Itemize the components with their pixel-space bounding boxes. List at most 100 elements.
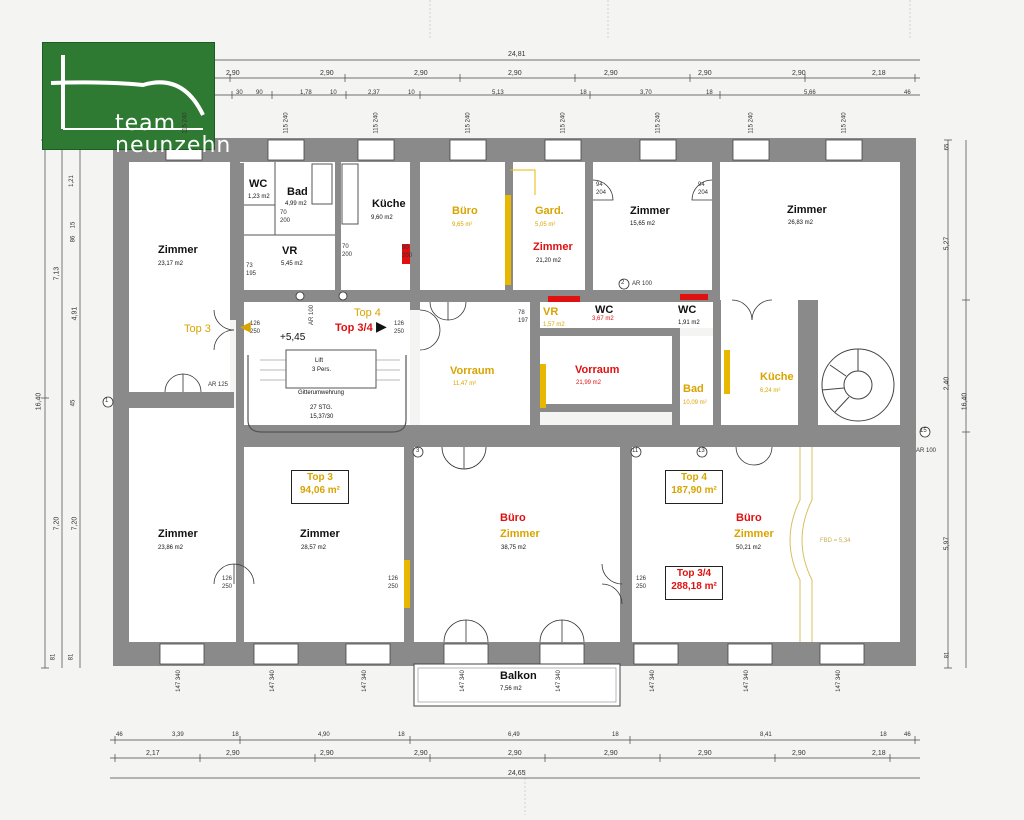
- door-dim-3: 126 250: [250, 321, 261, 335]
- room-zimmer-5-area: 23,86 m2: [158, 545, 184, 551]
- small-partitions: [244, 162, 359, 236]
- logo-text-team: team: [115, 111, 177, 136]
- win-dim-b4: 147 340: [459, 670, 466, 692]
- win-dim-5: 115 240: [560, 112, 567, 134]
- room-buero-2: Büro: [500, 512, 526, 524]
- dim-bottom-6: 2,90: [604, 750, 618, 757]
- room-zimmer-1-area: 23,17 m2: [158, 261, 184, 267]
- dim-left-small-1: 1,21: [68, 175, 75, 187]
- room-kueche-1-area: 9,60 m2: [371, 215, 393, 221]
- room-buero-1-area: 9,65 m²: [452, 222, 473, 228]
- door-dim-2: 126 250: [636, 576, 647, 590]
- room-balkon: Balkon: [500, 670, 537, 682]
- dim-detail-2: 90: [256, 90, 263, 96]
- dim-left-small-2: 15: [70, 221, 77, 229]
- dim-bottom-detail-9: 18: [880, 732, 887, 738]
- dim-bottom-detail-10: 46: [904, 732, 911, 738]
- room-zimmer-3: Zimmer: [630, 205, 670, 217]
- dim-detail-12: 46: [904, 90, 911, 96]
- dim-left-small-6: 81: [68, 653, 75, 661]
- room-bad-1-area: 4,99 m2: [285, 201, 307, 207]
- top3-area-box: Top 3 94,06 m²: [291, 470, 349, 504]
- fbd-bay: [789, 447, 801, 642]
- room-zimmer-3-area: 15,65 m2: [630, 221, 656, 227]
- room-vr-1: VR: [282, 245, 298, 257]
- stair-steps: [260, 359, 400, 381]
- axis-markers: [102, 278, 931, 458]
- room-buero-1: Büro: [452, 205, 478, 217]
- room-balkon-area: 7,56 m2: [500, 686, 522, 692]
- top34-box-title: Top 3/4: [676, 568, 712, 579]
- dim-detail-6: 10: [408, 90, 415, 96]
- dim-right-inner-1: 5,27: [943, 236, 951, 251]
- room-zimmer-2-area: 21,20 m2: [536, 258, 562, 264]
- team-neunzehn-logo: team neunzehn: [43, 43, 230, 158]
- door-dim-80: 80 200: [402, 245, 413, 259]
- win-dim-6: 115 240: [655, 112, 662, 134]
- dim-right-small-2: 81: [944, 651, 951, 659]
- dim-detail-3: 1,78: [300, 90, 312, 96]
- dim-top-1: 2,90: [226, 70, 240, 77]
- dim-detail-11: 5,66: [804, 90, 816, 96]
- windows-bottom: [159, 643, 865, 665]
- room-zimmer-6-area: 28,57 m2: [301, 545, 327, 551]
- room-kueche-1: Küche: [372, 198, 406, 210]
- dim-left-small-5: 81: [50, 653, 57, 661]
- win-dim-2: 115 240: [283, 112, 290, 134]
- spiral-staircase: [821, 348, 895, 422]
- ar100-label-a: AR 100: [632, 281, 653, 287]
- room-zimmer-8-area: 50,21 m2: [736, 545, 762, 551]
- room-vorraum-2: Vorraum: [575, 364, 620, 376]
- dim-left-mid-1: 7,13: [53, 266, 61, 281]
- dim-bottom-detail-7: 18: [612, 732, 619, 738]
- room-vr-1-area: 5,45 m2: [281, 261, 303, 267]
- room-bad-2-area: 10,09 m²: [683, 400, 707, 406]
- room-gard-area: 5,05 m²: [535, 222, 556, 228]
- room-bad-1: Bad: [287, 186, 308, 198]
- room-wc-2-area: 3,67 m2: [592, 316, 614, 322]
- dim-bottom-9: 2,18: [872, 750, 886, 757]
- dim-left-inner-1: 4,91: [71, 306, 79, 321]
- logo-text-neunzehn: neunzehn: [115, 133, 232, 158]
- door-dim-4: 126 250: [394, 321, 405, 335]
- door-swings: [164, 179, 773, 643]
- room-fills: [129, 162, 900, 642]
- dim-top-5: 2,90: [604, 70, 618, 77]
- lift-shaft: [285, 349, 377, 389]
- top34-area-box: Top 3/4 288,18 m²: [665, 566, 723, 600]
- level-label: +5,45: [280, 332, 306, 343]
- room-wc-2: WC: [595, 304, 614, 316]
- top34-box-area: 288,18 m²: [671, 581, 717, 592]
- dim-top-7: 2,90: [792, 70, 806, 77]
- dim-right-outer: 16,40: [961, 392, 969, 411]
- win-dim-b6: 147 340: [649, 670, 656, 692]
- top3-box-area: 94,06 m²: [299, 485, 341, 496]
- dim-bottom-detail-5: 18: [398, 732, 405, 738]
- dim-bottom-total: 24,65: [508, 770, 526, 777]
- marker-11: 11: [632, 448, 639, 454]
- dim-top-6: 2,90: [698, 70, 712, 77]
- lift-label: Lift: [315, 358, 324, 364]
- dim-left-small-4: 45: [70, 399, 77, 407]
- win-dim-b7: 147 340: [743, 670, 750, 692]
- room-vorraum-1-area: 11,47 m²: [453, 381, 477, 387]
- dim-bottom-detail-8: 8,41: [760, 732, 772, 738]
- ar100-label-b: AR 100: [309, 304, 316, 326]
- balcony: [413, 663, 621, 707]
- room-zimmer-8: Zimmer: [734, 528, 774, 540]
- room-zimmer-7: Zimmer: [500, 528, 540, 540]
- dim-detail-7: 5,13: [492, 90, 504, 96]
- win-dim-b1: 147 340: [175, 670, 182, 692]
- stair-steps-label: 27 STG.: [310, 405, 333, 411]
- fbd-label: FBD = 5,34: [820, 538, 851, 544]
- dim-left-inner-2: 7,20: [71, 516, 79, 531]
- door-dim-70: 70 200: [280, 210, 291, 224]
- accent-markers: [402, 169, 730, 608]
- dim-left-small-3: 86: [70, 235, 77, 243]
- stair-ratio-label: 15,37/30: [310, 414, 334, 420]
- dim-left-outer: 16,40: [35, 392, 43, 411]
- dim-top-3: 2,90: [414, 70, 428, 77]
- dim-right-inner-2: 2,40: [943, 376, 951, 391]
- win-dim-b3: 147 340: [361, 670, 368, 692]
- dim-bottom-detail-4: 4,90: [318, 732, 330, 738]
